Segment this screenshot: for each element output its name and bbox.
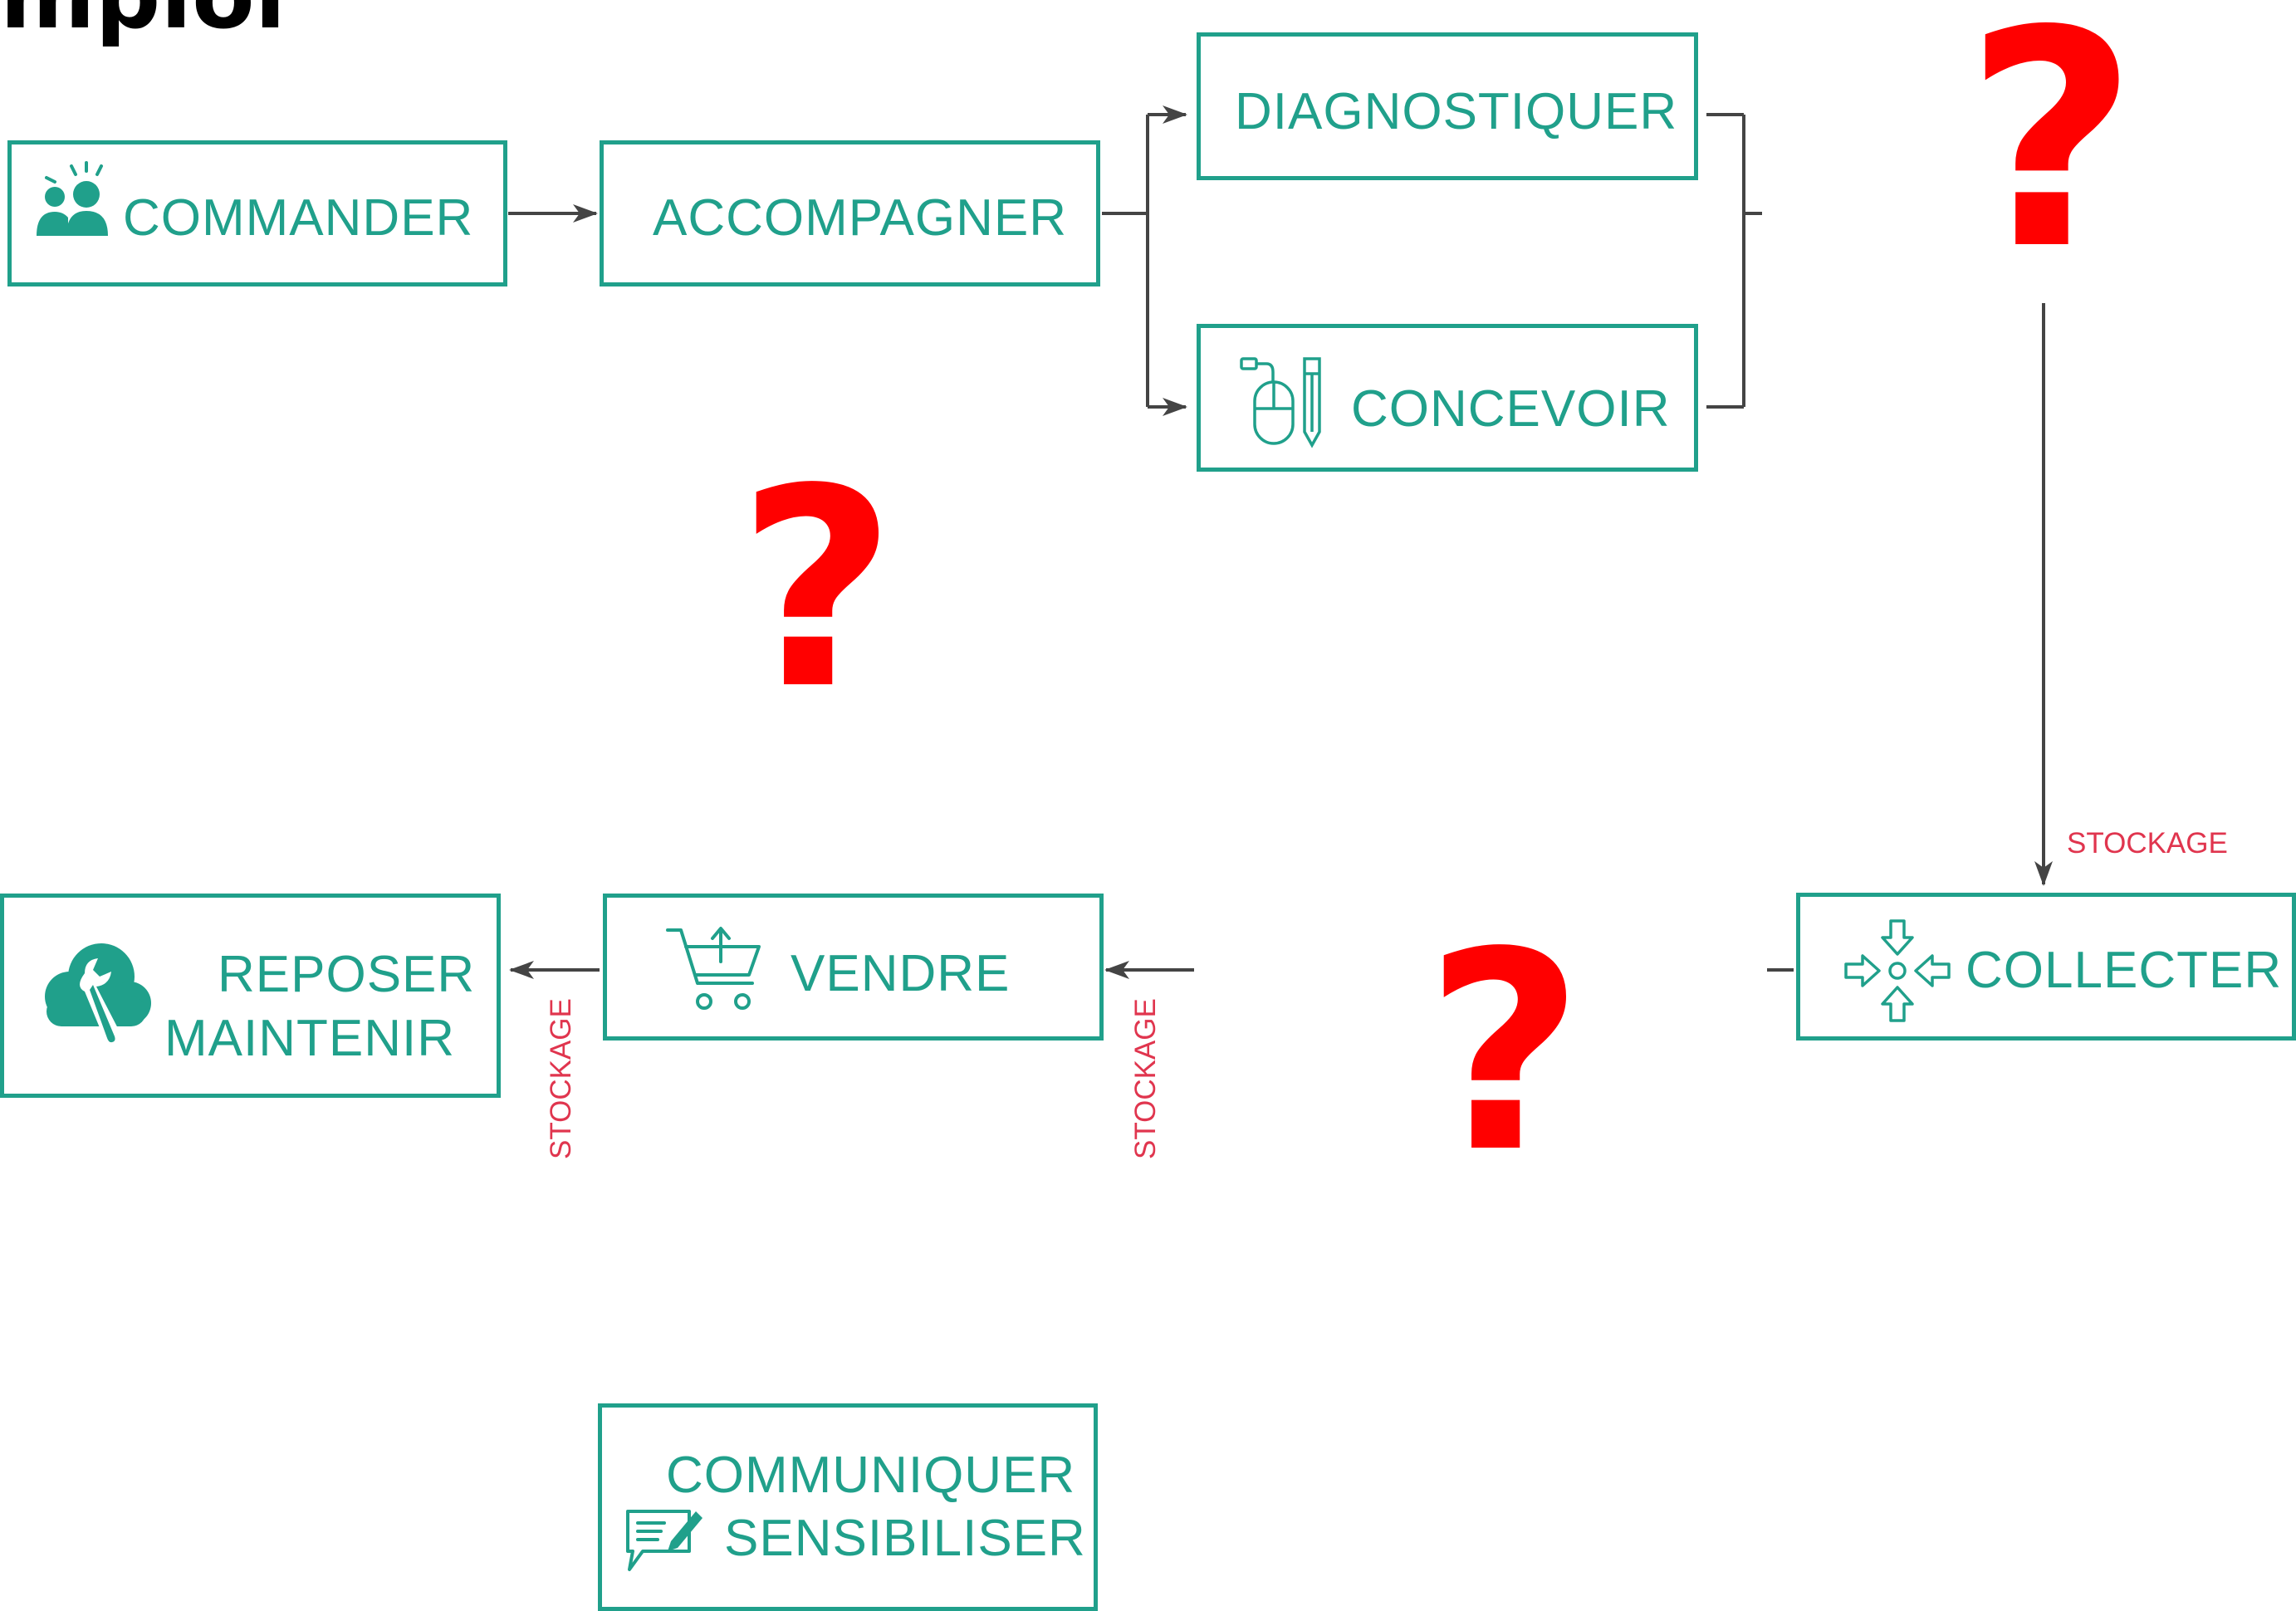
stockage-label-collecter: STOCKAGE bbox=[2067, 827, 2228, 859]
people-icon bbox=[37, 161, 108, 236]
node-concevoir[interactable] bbox=[1197, 324, 1698, 472]
chat-edit-icon bbox=[626, 1510, 703, 1571]
label-reposer: REPOSER bbox=[218, 946, 476, 1003]
cart-icon bbox=[666, 927, 761, 1010]
node-diagnostiquer[interactable] bbox=[1197, 32, 1698, 180]
node-accompagner[interactable] bbox=[600, 140, 1100, 286]
label-communiquer: COMMUNIQUER bbox=[666, 1447, 1076, 1504]
mouse-pencil-icon bbox=[1240, 357, 1321, 448]
label-collecter: COLLECTER bbox=[1966, 942, 2283, 999]
stockage-label-vendre: STOCKAGE bbox=[1129, 998, 1162, 1159]
question-mark-top-right: ? bbox=[1965, 0, 2138, 315]
collect-arrows-icon bbox=[1844, 919, 1951, 1022]
label-maintenir: MAINTENIR bbox=[164, 1010, 455, 1067]
label-diagnostiquer: DIAGNOSTIQUER bbox=[1235, 83, 1678, 140]
label-sensibiliser: SENSIBILISER bbox=[724, 1510, 1086, 1567]
cloud-wrench-icon bbox=[45, 943, 151, 1047]
label-vendre: VENDRE bbox=[791, 945, 1011, 1002]
question-mark-bottom: ? bbox=[1425, 894, 1584, 1212]
label-accompagner: ACCOMPAGNER bbox=[653, 189, 1068, 247]
node-vendre[interactable] bbox=[603, 894, 1104, 1041]
page-title: mploi bbox=[0, 0, 286, 42]
label-concevoir: CONCEVOIR bbox=[1351, 380, 1671, 438]
label-commander: COMMANDER bbox=[123, 189, 474, 247]
node-collecter[interactable] bbox=[1796, 893, 2296, 1041]
question-mark-center: ? bbox=[737, 430, 897, 749]
stockage-label-reposer: STOCKAGE bbox=[545, 998, 577, 1159]
